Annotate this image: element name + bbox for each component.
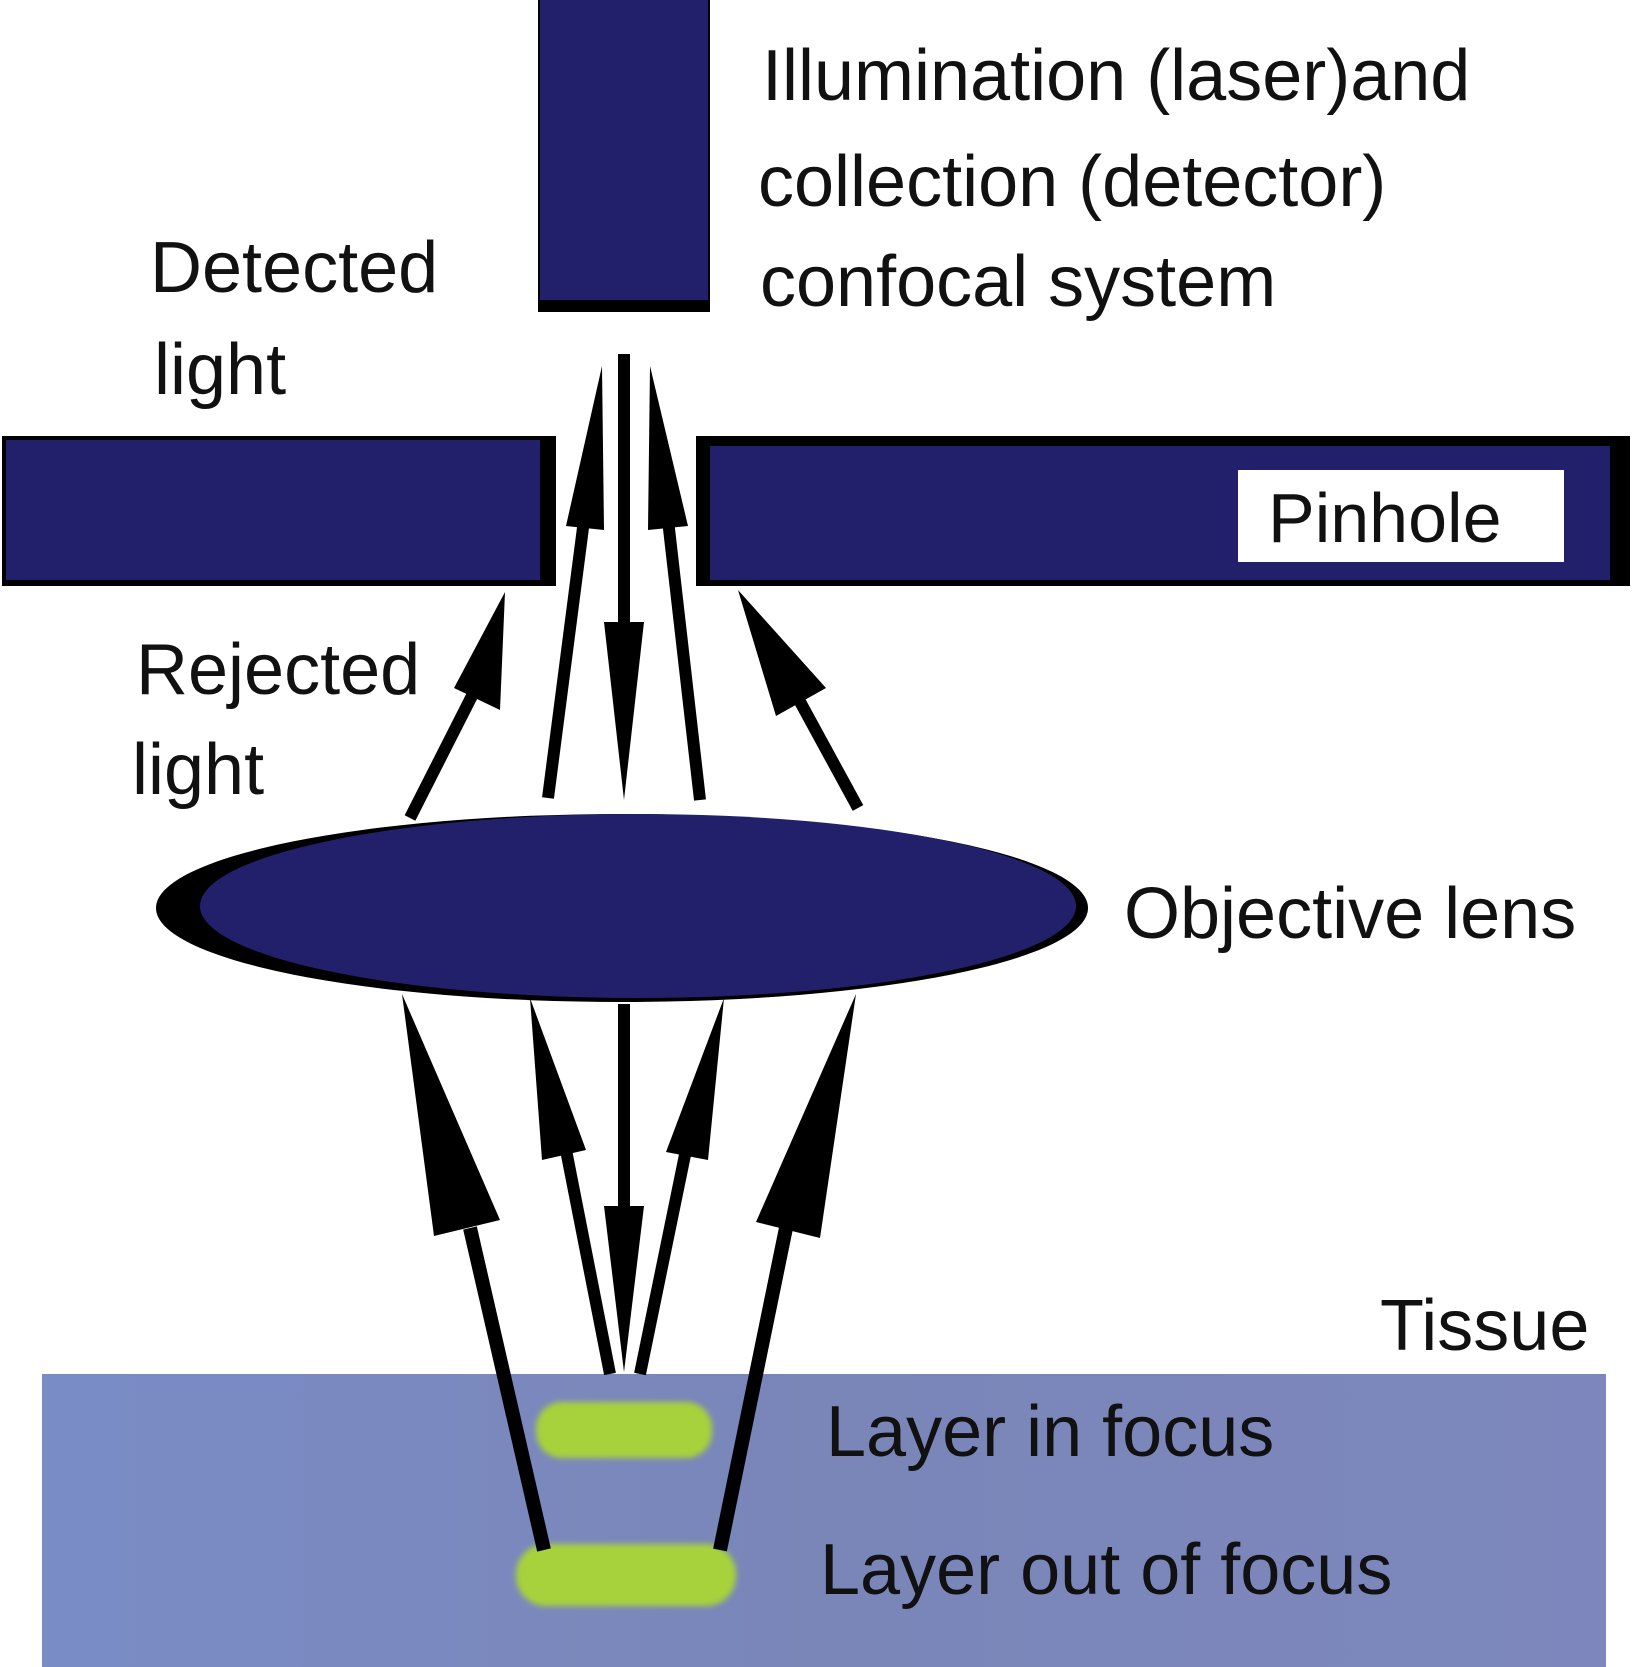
- in-focus-arrow-left: [530, 998, 616, 1376]
- rejected-light-label: Rejected light: [132, 630, 420, 810]
- in-focus-arrow-right: [634, 998, 724, 1376]
- arrows-lower: [402, 994, 856, 1552]
- pinhole-label-box: [1238, 470, 1564, 562]
- objective-lens: [156, 814, 1088, 1002]
- layer-out-of-focus-label: Layer out of focus: [820, 1530, 1392, 1610]
- focus-arrow-down: [604, 1004, 644, 1372]
- detected-light-label-line2: light: [154, 330, 286, 410]
- illumination-detector-block: [538, 0, 710, 312]
- layer-in-focus-label: Layer in focus: [826, 1392, 1274, 1472]
- illumination-label-line2: collection (detector): [758, 142, 1386, 222]
- rejected-light-arrow-left: [404, 592, 505, 821]
- arrows-upper: [404, 354, 864, 821]
- pinhole-label: Pinhole: [1268, 479, 1502, 557]
- illumination-label-line3: confocal system: [760, 242, 1276, 322]
- out-of-focus-arrow-left: [402, 994, 551, 1552]
- out-of-focus-arrow-right: [713, 994, 856, 1552]
- illumination-label-line1: Illumination (laser)and: [762, 36, 1470, 116]
- tissue-label: Tissue: [1380, 1286, 1589, 1366]
- rejected-light-label-line1: Rejected: [136, 630, 420, 710]
- pinhole-plate-left: [2, 436, 556, 586]
- layer-out-of-focus-marker: [516, 1544, 736, 1606]
- layer-in-focus-marker: [536, 1402, 712, 1458]
- objective-lens-label: Objective lens: [1124, 874, 1576, 954]
- pinhole-plate-right: Pinhole: [696, 436, 1630, 586]
- detected-light-arrow-right: [648, 366, 706, 801]
- detected-light-label: Detected light: [150, 228, 438, 410]
- tissue-block: [42, 1374, 1606, 1667]
- detected-light-label-line1: Detected: [150, 228, 438, 308]
- illumination-arrow-down: [604, 354, 644, 800]
- rejected-light-label-line2: light: [132, 730, 264, 810]
- rejected-light-arrow-right: [738, 590, 864, 811]
- detected-light-arrow-left: [542, 366, 604, 799]
- illumination-label: Illumination (laser)and collection (dete…: [758, 36, 1470, 322]
